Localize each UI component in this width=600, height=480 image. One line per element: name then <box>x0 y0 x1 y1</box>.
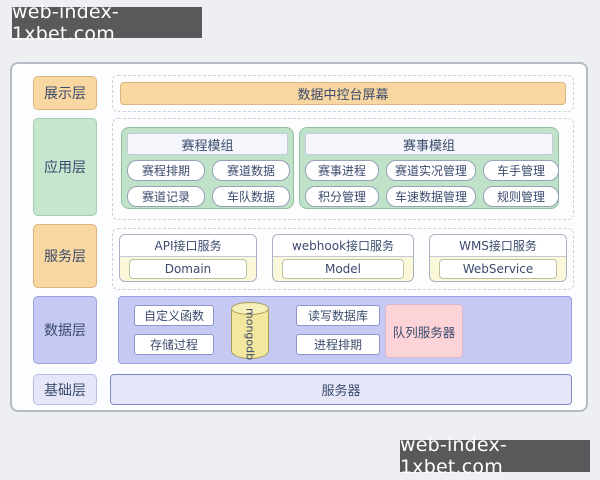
data-layer-item: 存储过程 <box>134 334 214 355</box>
data-layer-item: 自定义函数 <box>134 305 214 326</box>
mongodb-cylinder-icon: mongodb <box>231 302 269 361</box>
service-body: Model <box>273 257 413 281</box>
service-title: webhook接口服务 <box>273 235 413 257</box>
service-component-box: Model <box>282 259 404 279</box>
service-body: WebService <box>430 257 566 281</box>
cylinder-top <box>231 302 269 315</box>
layer-label-application: 应用层 <box>33 118 97 216</box>
layer-label-base: 基础层 <box>33 374 97 405</box>
watermark-bottom: web-index-1xbet.com <box>400 434 590 478</box>
server-node: 服务器 <box>110 374 572 405</box>
layer-label-data: 数据层 <box>33 296 97 364</box>
app-module-item: 车速数据管理 <box>386 186 476 207</box>
presentation-layer-container: 数据中控台屏幕 <box>112 75 574 112</box>
module-title: 赛事模组 <box>305 133 553 155</box>
module-event: 赛事模组 赛事进程 赛道实况管理 车手管理 积分管理 车速数据管理 规则管理 <box>299 127 559 209</box>
app-module-item: 规则管理 <box>483 186 559 207</box>
data-layer-item: 进程排期 <box>296 334 380 355</box>
service-title: API接口服务 <box>120 235 256 257</box>
app-module-item: 赛道记录 <box>127 186 205 207</box>
app-module-item: 车队数据 <box>212 186 290 207</box>
service-layer-container: API接口服务 Domain webhook接口服务 Model WMS接口服务… <box>112 228 574 290</box>
app-module-item: 赛道实况管理 <box>386 160 476 181</box>
service-title: WMS接口服务 <box>430 235 566 257</box>
module-items-grid: 赛事进程 赛道实况管理 车手管理 积分管理 车速数据管理 规则管理 <box>305 160 559 207</box>
service-box-webhook: webhook接口服务 Model <box>272 234 414 282</box>
module-race-schedule: 赛程模组 赛程排期 赛道数据 赛道记录 车队数据 <box>121 127 294 209</box>
app-module-item: 积分管理 <box>305 186 379 207</box>
module-items-grid: 赛程排期 赛道数据 赛道记录 车队数据 <box>127 160 290 207</box>
service-body: Domain <box>120 257 256 281</box>
service-component-box: Domain <box>129 259 247 279</box>
queue-server-node: 队列服务器 <box>385 304 463 358</box>
app-module-item: 赛程排期 <box>127 160 205 181</box>
database-label: mongodb <box>243 307 257 361</box>
watermark-top: web-index-1xbet.com <box>12 1 202 45</box>
data-layer-item: 读写数据库 <box>296 305 380 326</box>
app-module-item: 赛事进程 <box>305 160 379 181</box>
app-module-item: 车手管理 <box>483 160 559 181</box>
service-box-api: API接口服务 Domain <box>119 234 257 282</box>
layer-label-service: 服务层 <box>33 224 97 288</box>
service-component-box: WebService <box>439 259 557 279</box>
module-title: 赛程模组 <box>127 133 288 155</box>
service-boxes-row: API接口服务 Domain webhook接口服务 Model WMS接口服务… <box>119 234 567 284</box>
console-screen-node: 数据中控台屏幕 <box>120 82 566 105</box>
architecture-diagram-panel: 展示层 数据中控台屏幕 应用层 赛程模组 赛程排期 赛道数据 赛道记录 车队数据… <box>10 62 588 412</box>
service-box-wms: WMS接口服务 WebService <box>429 234 567 282</box>
data-layer-container: 自定义函数 存储过程 mongodb 读写数据库 进程排期 队列服务器 <box>118 296 572 364</box>
application-layer-container: 赛程模组 赛程排期 赛道数据 赛道记录 车队数据 赛事模组 赛事进程 赛道实况管… <box>112 118 574 220</box>
layer-label-presentation: 展示层 <box>33 76 97 110</box>
app-module-item: 赛道数据 <box>212 160 290 181</box>
